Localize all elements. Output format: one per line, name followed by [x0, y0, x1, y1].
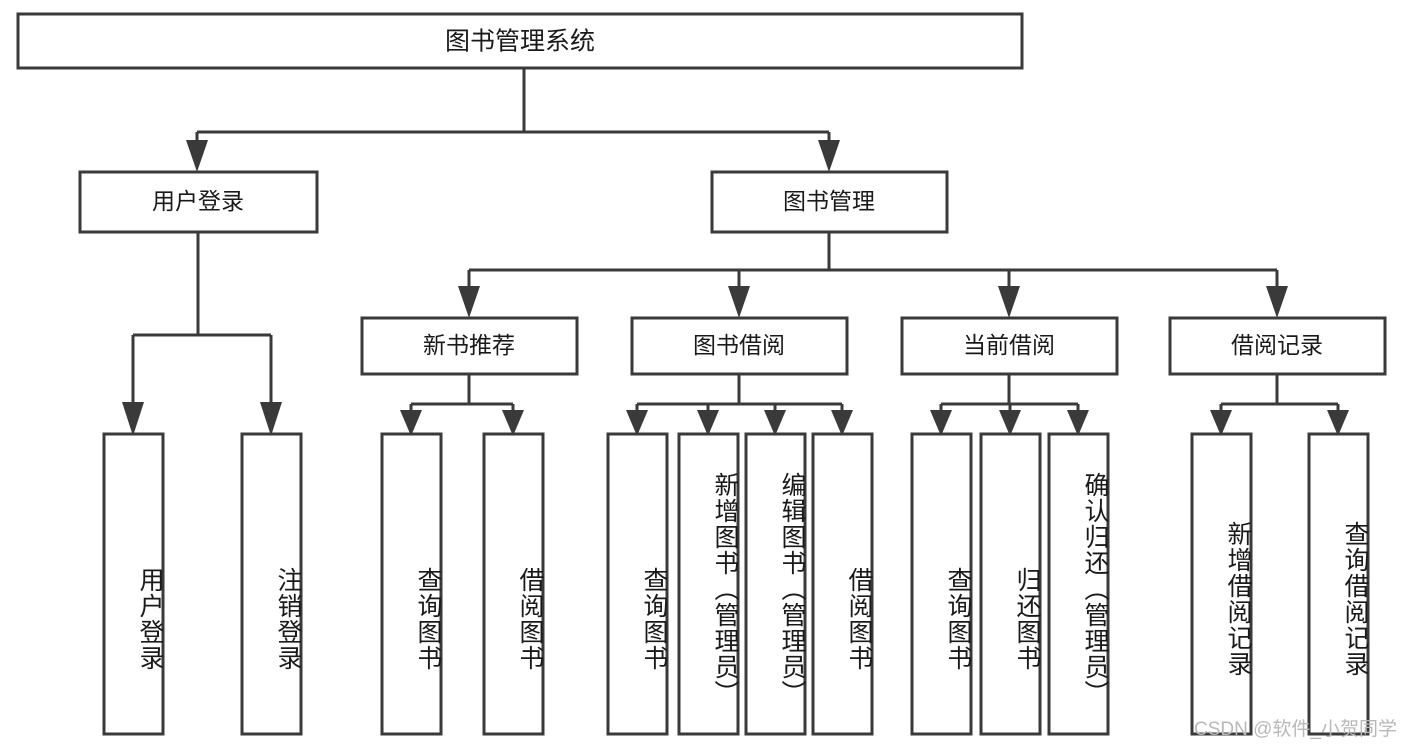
leaf-return-book-box[interactable]: [979, 432, 1042, 736]
arrow-to-book-borrow: [728, 286, 750, 318]
leaf-query-book-1-box[interactable]: [380, 432, 443, 736]
arrow-to-leaf-query-book-3: [930, 410, 952, 436]
leaf-add-book-box[interactable]: [677, 432, 740, 736]
arrow-to-leaf-add-book: [697, 410, 719, 436]
node-current-borrow-box[interactable]: [900, 316, 1119, 376]
arrow-to-leaf-confirm-return: [1067, 410, 1089, 436]
arrow-to-user-login: [186, 140, 208, 172]
leaf-borrow-book-1-box[interactable]: [482, 432, 545, 736]
node-user-login-label: 用户登录: [152, 188, 244, 214]
node-book-management-box[interactable]: [710, 170, 949, 234]
csdn-watermark: CSDN @软件_小贺同学: [1194, 719, 1397, 740]
arrow-to-leaf-query-book-1: [400, 410, 422, 436]
node-book-borrow-label: 图书借阅: [693, 332, 785, 358]
leaf-query-book-2-box[interactable]: [606, 432, 669, 736]
node-root-label: 图书管理系统: [445, 28, 595, 56]
arrow-to-leaf-add-record: [1210, 410, 1232, 436]
node-current-borrow-label: 当前借阅: [963, 332, 1055, 358]
arrow-to-book-mgmt: [818, 140, 840, 172]
arrow-to-leaf-logout-login: [260, 402, 282, 436]
arrow-to-leaf-borrow-book-1: [502, 410, 524, 436]
arrow-to-borrow-records: [1266, 286, 1288, 318]
node-borrow-records-box[interactable]: [1168, 316, 1387, 376]
arrow-to-current-borrow: [998, 286, 1020, 318]
arrow-to-leaf-edit-book: [764, 410, 786, 436]
arrow-to-leaf-user-login: [122, 402, 144, 436]
leaf-confirm-return-box[interactable]: [1047, 432, 1110, 736]
arrow-to-leaf-return-book: [999, 410, 1021, 436]
leaf-logout-login-box[interactable]: [240, 432, 303, 736]
arrow-to-new-book-recommend: [458, 286, 480, 318]
leaf-query-book-3-box[interactable]: [910, 432, 973, 736]
node-borrow-records-label: 借阅记录: [1231, 332, 1323, 358]
leaf-query-record-box[interactable]: [1307, 432, 1370, 736]
node-book-management-label: 图书管理: [783, 188, 875, 214]
leaf-edit-book-box[interactable]: [744, 432, 807, 736]
node-book-borrow-box[interactable]: [630, 316, 849, 376]
leaf-borrow-book-2-box[interactable]: [811, 432, 874, 736]
leaf-add-record-box[interactable]: [1190, 432, 1253, 736]
node-new-book-recommend-box[interactable]: [360, 316, 579, 376]
leaf-user-login-box[interactable]: [102, 432, 165, 736]
arrow-to-leaf-query-book-2: [626, 410, 648, 436]
node-root-box[interactable]: [16, 12, 1024, 70]
arrow-to-leaf-query-record: [1327, 410, 1349, 436]
node-new-book-recommend-label: 新书推荐: [423, 332, 515, 358]
arrow-to-leaf-borrow-book-2: [831, 410, 853, 436]
